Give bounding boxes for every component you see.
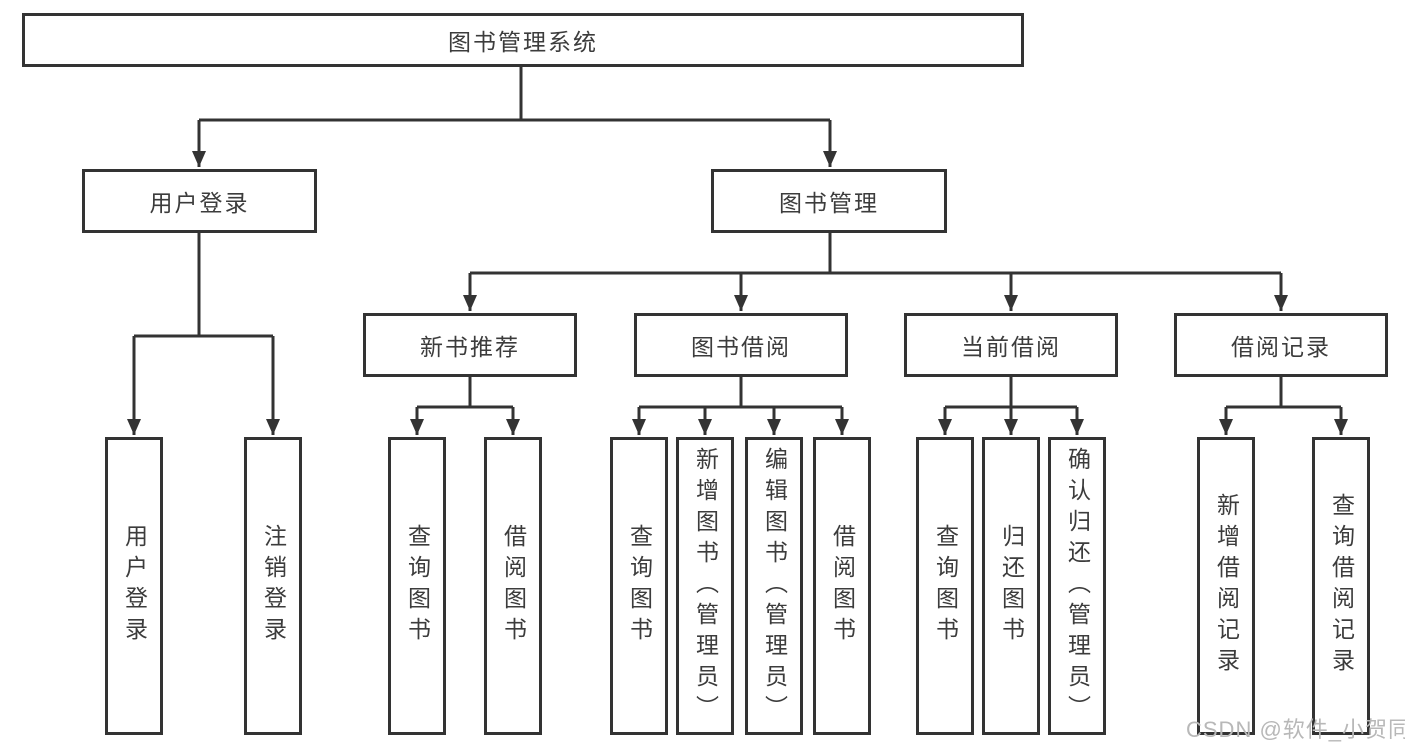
leaf-query-borrow-record: 查询借阅记录 [1312, 437, 1370, 735]
leaf-logout: 注销登录 [244, 437, 302, 735]
leaf-add-borrow-record: 新增借阅记录 [1197, 437, 1255, 735]
node-book-management-branch: 图书管理 [711, 169, 947, 233]
leaf-user-login: 用户登录 [105, 437, 163, 735]
leaf-borrow-books-recommend: 借阅图书 [484, 437, 542, 735]
node-root-system: 图书管理系统 [22, 13, 1024, 67]
leaf-query-books-borrow: 查询图书 [610, 437, 668, 735]
leaf-query-books-current: 查询图书 [916, 437, 974, 735]
leaf-add-book-admin: 新增图书（管理员） [676, 437, 734, 735]
node-book-borrow: 图书借阅 [634, 313, 848, 377]
leaf-query-books-recommend: 查询图书 [388, 437, 446, 735]
leaf-borrow-books-borrow: 借阅图书 [813, 437, 871, 735]
leaf-confirm-return-admin: 确认归还（管理员） [1048, 437, 1106, 735]
node-current-borrow: 当前借阅 [904, 313, 1118, 377]
node-borrow-records: 借阅记录 [1174, 313, 1388, 377]
csdn-watermark: CSDN @软件_小贺同学 [1186, 717, 1405, 742]
node-user-login-branch: 用户登录 [82, 169, 317, 233]
leaf-edit-book-admin: 编辑图书（管理员） [745, 437, 803, 735]
node-new-book-recommend: 新书推荐 [363, 313, 577, 377]
leaf-return-book: 归还图书 [982, 437, 1040, 735]
